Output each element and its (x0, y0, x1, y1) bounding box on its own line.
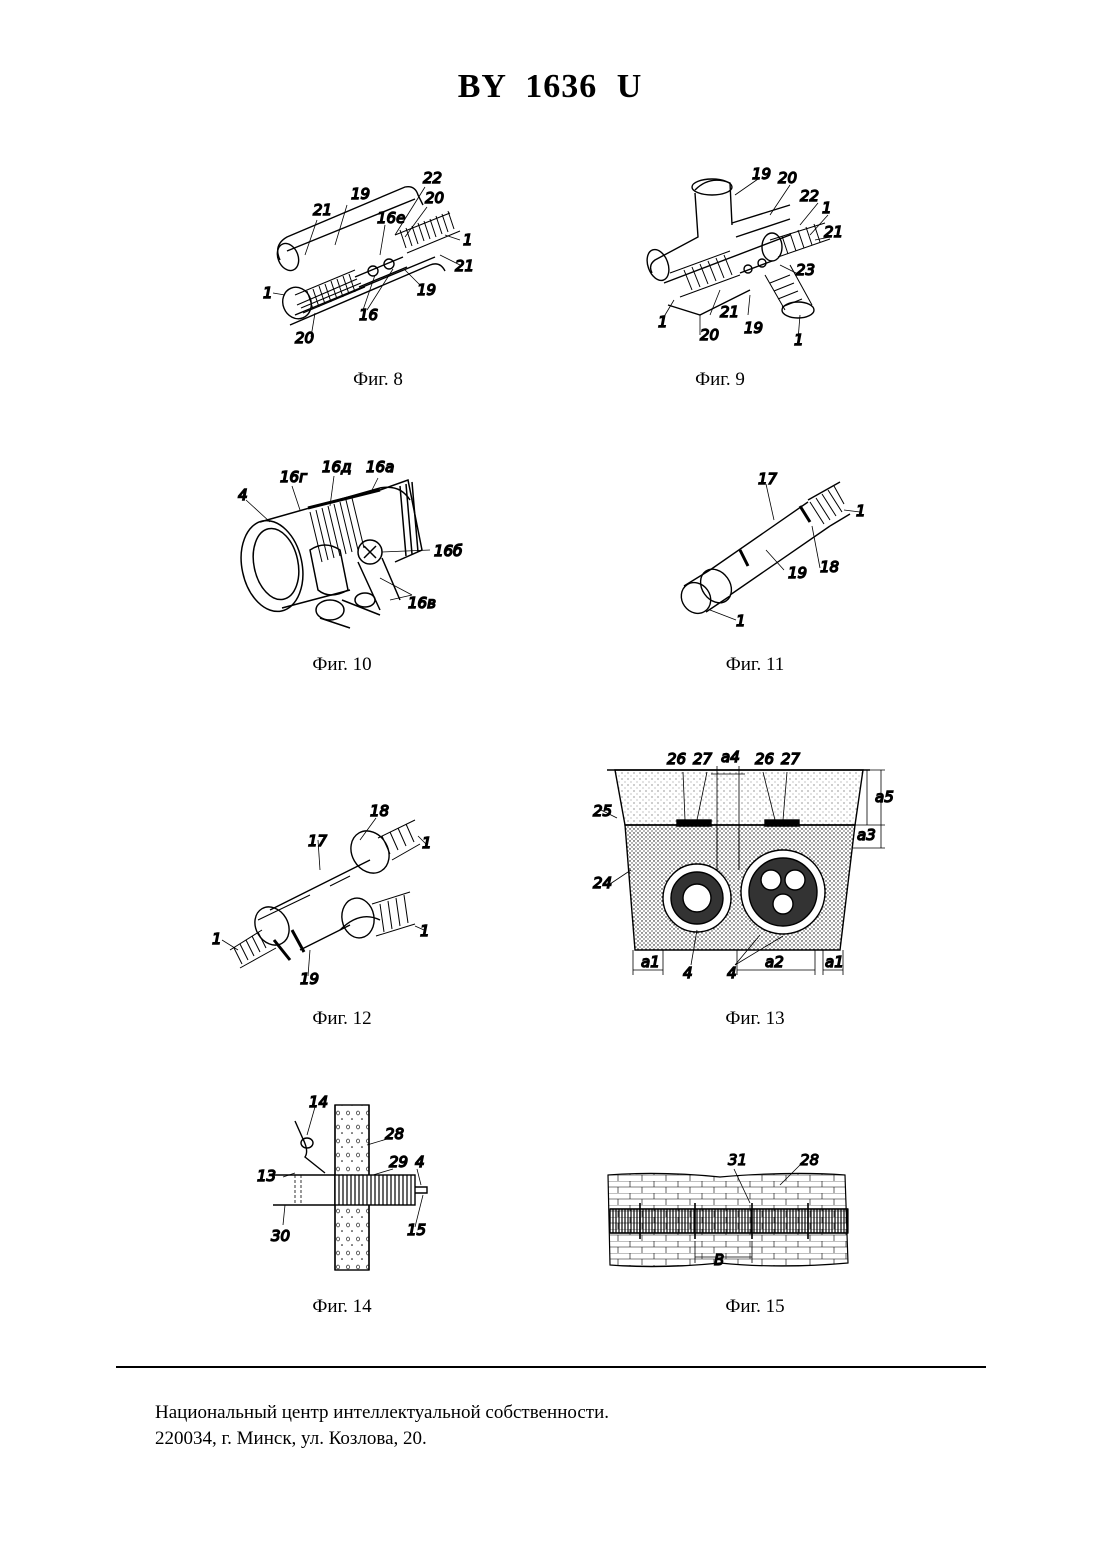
fig11-label-17: 17 (758, 470, 778, 488)
fig10-label-4: 4 (238, 486, 248, 504)
figure-14-caption: Фиг. 14 (262, 1296, 422, 1318)
figure-14-drawing: 14 28 13 29 4 30 15 (255, 1095, 445, 1275)
fig9-label-21b: 21 (720, 303, 739, 321)
fig13-label-a2: а2 (765, 953, 784, 971)
fig13-label-a1: а1 (641, 953, 660, 971)
fig8-label-1b: 1 (263, 284, 273, 302)
fig13-label-27b: 27 (781, 750, 801, 768)
document-number: BY 1636 U (0, 68, 1100, 106)
fig10-label-16b: 16б (434, 542, 462, 560)
fig9-label-19b: 19 (744, 319, 763, 337)
fig12-label-17: 17 (308, 832, 328, 850)
fig14-label-15: 15 (407, 1221, 426, 1239)
fig9-label-21: 21 (824, 223, 843, 241)
fig10-label-16g: 16г (280, 468, 307, 486)
figure-10-drawing: 4 16г 16д 16а 16б 16в (230, 450, 470, 640)
fig15-label-31: 31 (728, 1151, 747, 1169)
fig12-label-1: 1 (422, 834, 432, 852)
fig8-label-21: 21 (313, 201, 332, 219)
figure-13-caption: Фиг. 13 (675, 1008, 835, 1030)
figure-12-drawing: 18 17 1 1 1 19 (210, 800, 440, 990)
figure-11-caption: Фиг. 11 (675, 654, 835, 676)
figure-13-drawing: а4 26 27 26 27 25 а5 а3 24 а1 4 4 а2 а1 (585, 760, 895, 990)
fig9-label-20: 20 (778, 169, 797, 187)
publisher-name: Национальный центр интеллектуальной собс… (155, 1400, 609, 1426)
figure-15-caption: Фиг. 15 (675, 1296, 835, 1318)
fig8-label-20b: 20 (295, 329, 314, 347)
fig11-label-1b: 1 (736, 612, 746, 630)
fig13-label-4: 4 (683, 964, 693, 982)
fig8-label-16e: 16е (377, 209, 405, 227)
fig8-label-22: 22 (423, 169, 442, 187)
fig13-label-a1b: а1 (825, 953, 844, 971)
fig13-label-a3: а3 (857, 826, 876, 844)
footer-divider (116, 1366, 986, 1368)
fig11-label-18: 18 (820, 558, 839, 576)
fig11-label-19: 19 (788, 564, 807, 582)
fig13-label-a5: а5 (875, 788, 894, 806)
figure-9-drawing: 19 20 22 1 21 23 1 21 20 19 1 (640, 165, 840, 355)
fig12-label-1b: 1 (420, 922, 430, 940)
fig11-label-1: 1 (856, 502, 866, 520)
fig15-label-v: В (714, 1251, 724, 1269)
fig10-label-16d: 16д (322, 458, 351, 476)
fig10-label-16a: 16а (366, 458, 394, 476)
fig14-label-30: 30 (271, 1227, 290, 1245)
fig13-label-4b: 4 (727, 964, 737, 982)
fig10-label-16v: 16в (408, 594, 436, 612)
fig9-label-20b: 20 (700, 326, 719, 344)
figure-8-drawing: 21 19 22 20 16е 1 21 1 19 16 20 (255, 165, 485, 355)
fig14-label-13: 13 (257, 1167, 276, 1185)
fig14-label-28: 28 (385, 1125, 404, 1143)
fig8-label-19: 19 (351, 185, 370, 203)
figure-10-caption: Фиг. 10 (262, 654, 422, 676)
fig9-label-1c: 1 (794, 331, 804, 349)
publisher-address: 220034, г. Минск, ул. Козлова, 20. (155, 1426, 609, 1452)
fig8-label-20: 20 (425, 189, 444, 207)
fig9-label-23: 23 (796, 261, 815, 279)
figure-11-drawing: 17 1 18 19 1 (670, 470, 870, 635)
fig8-label-21b: 21 (455, 257, 474, 275)
fig13-label-25: 25 (593, 802, 612, 820)
figure-15-drawing: 31 28 В (600, 1145, 860, 1280)
fig8-label-1: 1 (463, 231, 473, 249)
fig13-label-26: 26 (667, 750, 686, 768)
fig9-label-19: 19 (752, 165, 771, 183)
figure-8-caption: Фиг. 8 (298, 369, 458, 391)
fig13-label-24: 24 (593, 874, 612, 892)
fig14-label-14: 14 (309, 1093, 328, 1111)
fig9-label-22: 22 (800, 187, 819, 205)
fig9-label-1b: 1 (658, 313, 668, 331)
fig9-label-1: 1 (822, 199, 832, 217)
fig12-label-18: 18 (370, 802, 389, 820)
publisher-footer: Национальный центр интеллектуальной собс… (155, 1400, 609, 1452)
fig8-label-19b: 19 (417, 281, 436, 299)
figure-12-caption: Фиг. 12 (262, 1008, 422, 1030)
fig14-label-4: 4 (415, 1153, 425, 1171)
fig12-label-1c: 1 (212, 930, 222, 948)
fig14-label-29: 29 (389, 1153, 408, 1171)
fig13-label-26b: 26 (755, 750, 774, 768)
fig8-label-16: 16 (359, 306, 378, 324)
figure-9-caption: Фиг. 9 (640, 369, 800, 391)
fig13-label-27: 27 (693, 750, 713, 768)
fig15-label-28: 28 (800, 1151, 819, 1169)
fig12-label-19: 19 (300, 970, 319, 988)
fig13-label-a4: а4 (721, 748, 740, 766)
